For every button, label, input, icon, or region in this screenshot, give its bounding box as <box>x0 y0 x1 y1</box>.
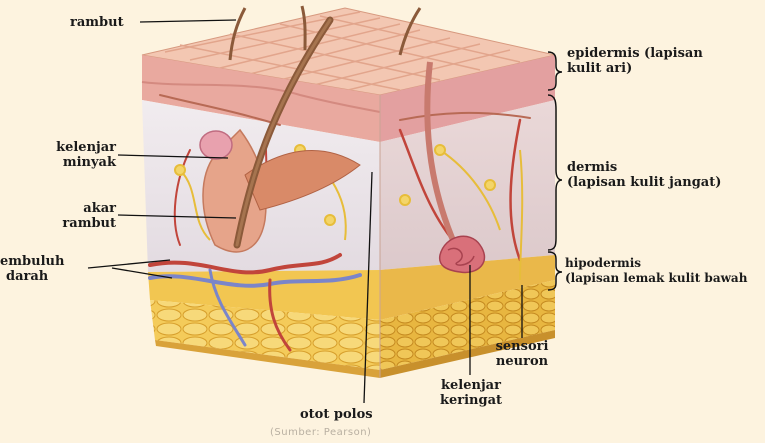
side-face <box>380 55 555 378</box>
label-hair: rambut <box>70 15 124 30</box>
label-sensory-neuron: sensori neuron <box>492 339 552 369</box>
label-epidermis: epidermis (lapisan kulit ari) <box>567 46 703 76</box>
label-hair-root: akar rambut <box>40 201 116 231</box>
label-dermis: dermis (lapisan kulit jangat) <box>567 160 721 190</box>
label-smooth-muscle: otot polos <box>300 407 373 422</box>
label-sweat-gland: kelenjar keringat <box>436 378 506 408</box>
label-hypodermis: hipodermis (lapisan lemak kulit bawah <box>565 256 747 286</box>
source-caption: (Sumber: Pearson) <box>270 427 371 438</box>
label-sebaceous-gland: kelenjar minyak <box>40 140 116 170</box>
label-blood-vessel: embuluh darah <box>0 254 64 284</box>
